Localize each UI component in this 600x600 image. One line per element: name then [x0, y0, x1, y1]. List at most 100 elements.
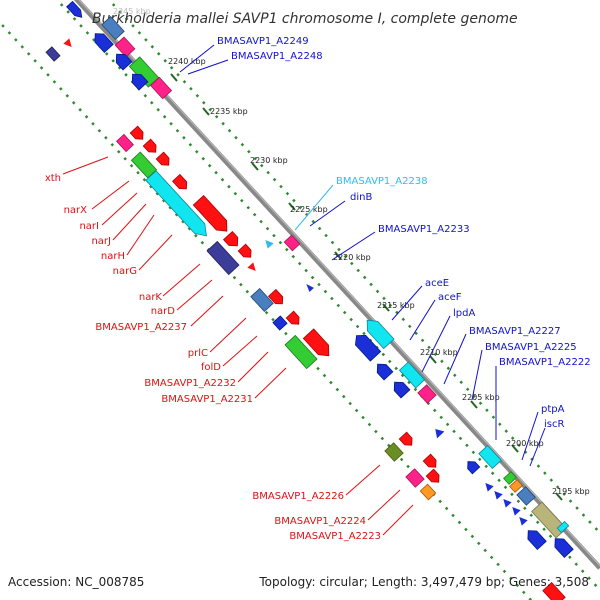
gene-dinB[interactable]: [283, 234, 301, 252]
label-narX[interactable]: narX: [64, 205, 88, 216]
label-ptpA[interactable]: ptpA: [541, 404, 565, 415]
gene-A2231[interactable]: [302, 328, 334, 361]
gene-red-arrow-h[interactable]: [422, 453, 439, 470]
gene-blue-small-2[interactable]: [491, 488, 503, 500]
gene-navy-block[interactable]: [206, 240, 240, 276]
gene-red-arrow-i[interactable]: [425, 468, 442, 485]
gene-A2223[interactable]: [419, 483, 437, 501]
gene-red-arrow-d[interactable]: [172, 173, 191, 192]
gene-top-steelblue[interactable]: [101, 16, 125, 40]
gene-red-arrow-f[interactable]: [285, 310, 302, 327]
label-A2224[interactable]: BMASAVP1_A2224: [274, 516, 366, 527]
gene-narK[interactable]: [192, 194, 232, 236]
gene-blue-bottom-b[interactable]: [551, 535, 574, 558]
gene-narI-to-narG[interactable]: [145, 170, 212, 241]
gene-small-red-tri[interactable]: [247, 262, 258, 273]
label-folD[interactable]: folD: [201, 362, 221, 373]
label-A2227[interactable]: BMASAVP1_A2227: [469, 326, 561, 337]
label-dinB[interactable]: dinB: [350, 192, 372, 203]
label-prlC[interactable]: prlC: [188, 348, 208, 359]
label-A2231[interactable]: BMASAVP1_A2231: [161, 394, 253, 405]
leader-narK: [162, 263, 201, 297]
gene-ptpA[interactable]: [509, 479, 523, 493]
label-A2249[interactable]: BMASAVP1_A2249: [217, 36, 309, 47]
leader-lpdA: [421, 315, 451, 373]
gene-aceE[interactable]: [362, 315, 395, 350]
label-A2233[interactable]: BMASAVP1_A2233: [378, 224, 470, 235]
label-lpdA[interactable]: lpdA: [453, 308, 475, 319]
leader-A2248: [187, 59, 229, 75]
gene-blue-small-1[interactable]: [482, 480, 494, 492]
gene-blue-arrow-a[interactable]: [112, 50, 133, 71]
label-narJ[interactable]: narJ: [91, 236, 111, 247]
label-A2237[interactable]: BMASAVP1_A2237: [95, 322, 187, 333]
gene-prlC[interactable]: [250, 288, 274, 312]
gene-narX[interactable]: [130, 151, 158, 179]
gene-A2248-pink[interactable]: [149, 76, 173, 100]
gene-small-red-arrow[interactable]: [63, 38, 74, 49]
label-aceF[interactable]: aceF: [438, 292, 462, 303]
label-narD[interactable]: narD: [151, 306, 176, 317]
gene-arrow-top-blue[interactable]: [66, 0, 85, 20]
gene-A2222[interactable]: [503, 471, 517, 485]
tick-2200: [511, 444, 519, 453]
gene-red-arrow-g[interactable]: [398, 431, 415, 448]
gene-red-arrow-c[interactable]: [155, 151, 172, 168]
gene-A2226[interactable]: [384, 442, 404, 462]
gene-A2225-cyan[interactable]: [478, 445, 502, 469]
label-A2238[interactable]: BMASAVP1_A2238: [336, 176, 428, 187]
gene-blue-small-4[interactable]: [509, 504, 521, 516]
label-narG[interactable]: narG: [113, 266, 137, 277]
gene-red-arrow-b[interactable]: [142, 138, 159, 155]
gene-blue-arrow-c[interactable]: [373, 360, 394, 381]
label-A2222[interactable]: BMASAVP1_A2222: [499, 357, 591, 368]
gene-blue-small-5[interactable]: [516, 514, 528, 526]
gene-small-navy[interactable]: [45, 46, 61, 62]
gene-xth[interactable]: [116, 133, 134, 153]
tick-2235: [202, 107, 210, 116]
leader-aceF: [409, 299, 436, 341]
gene-A2227-tri[interactable]: [432, 426, 445, 439]
label-A2226[interactable]: BMASAVP1_A2226: [252, 491, 344, 502]
leader-A2223: [382, 504, 414, 536]
gene-aceF[interactable]: [351, 331, 382, 362]
gene-cyan-tail[interactable]: [556, 520, 570, 534]
gene-A2232[interactable]: [284, 334, 318, 370]
gene-iscR[interactable]: [516, 486, 536, 506]
label-A2225[interactable]: BMASAVP1_A2225: [485, 342, 577, 353]
label-narK[interactable]: narK: [139, 292, 163, 303]
label-xth[interactable]: xth: [45, 173, 61, 184]
gene-A2237[interactable]: [237, 243, 254, 260]
label-narI[interactable]: narI: [79, 221, 99, 232]
label-A2248[interactable]: BMASAVP1_A2248: [231, 51, 323, 62]
left-leader-lines: [62, 156, 414, 536]
leader-narJ: [112, 203, 147, 241]
kbp-tick-marks: [170, 73, 563, 501]
leader-dinB: [309, 200, 346, 227]
gene-A2249-blue[interactable]: [91, 30, 114, 53]
gene-A2224[interactable]: [405, 468, 425, 488]
gene-red-arrow-e[interactable]: [268, 288, 287, 307]
gene-A2225-arrow[interactable]: [464, 458, 481, 475]
label-A2223[interactable]: BMASAVP1_A2223: [289, 531, 381, 542]
label-narH[interactable]: narH: [101, 251, 125, 262]
leader-narI: [101, 192, 138, 226]
gene-A2238[interactable]: [262, 237, 274, 249]
gene-A2227-pink[interactable]: [417, 384, 437, 404]
gene-blue-bottom-a[interactable]: [524, 527, 547, 550]
gene-A2233[interactable]: [304, 282, 314, 292]
left-gene-labels: xth narX narI narJ narH narG narK narD B…: [45, 173, 381, 542]
gene-blue-arrow-b[interactable]: [128, 70, 149, 91]
label-A2232[interactable]: BMASAVP1_A2232: [144, 378, 236, 389]
label-aceE[interactable]: aceE: [425, 278, 449, 289]
gene-blue-small-3[interactable]: [500, 496, 512, 508]
gene-A2249-pink[interactable]: [114, 36, 136, 58]
gene-red-arrow-a[interactable]: [129, 125, 146, 142]
gene-lpdA[interactable]: [398, 361, 426, 389]
label-iscR[interactable]: iscR: [544, 419, 564, 430]
gene-blue-arrow-d[interactable]: [390, 378, 411, 399]
gene-folD[interactable]: [272, 315, 288, 331]
gene-narD[interactable]: [222, 230, 242, 250]
